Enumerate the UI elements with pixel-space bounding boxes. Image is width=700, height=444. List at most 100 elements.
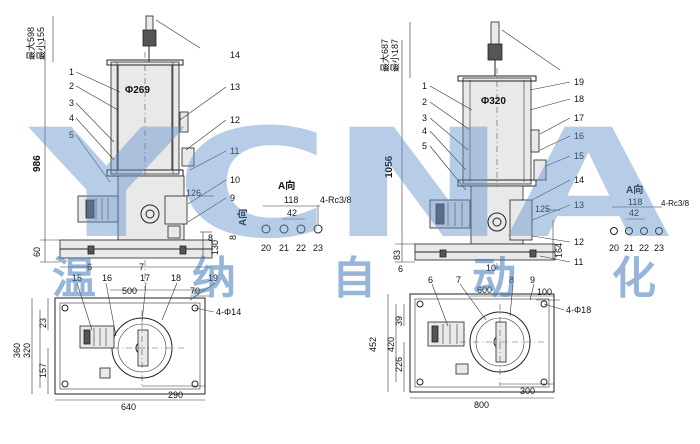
right-part-19: 19: [574, 77, 584, 87]
left-plan-157: 157: [38, 363, 48, 378]
left-height-dim: 986: [32, 155, 43, 172]
left-dim-60: 60: [32, 247, 42, 257]
right-part-10: 10: [486, 263, 496, 273]
right-port-label-21: 21: [624, 243, 634, 253]
right-plan-view: [387, 283, 565, 399]
right-part-4: 4: [422, 126, 427, 136]
watermark-latin: YCNA: [27, 98, 670, 272]
watermark-char-5: 化: [612, 253, 656, 304]
right-plan-part-6: 6: [428, 275, 433, 285]
left-plan-part-15: 15: [72, 273, 82, 283]
left-part-5: 5: [69, 130, 74, 140]
right-plan-hole: 4-Φ18: [566, 305, 591, 315]
left-port-23: [313, 224, 323, 234]
right-part-12: 12: [574, 237, 584, 247]
left-max-dim: 最大598: [25, 27, 36, 60]
left-part-8: 8: [208, 233, 213, 243]
right-part-2: 2: [422, 97, 427, 107]
right-elevation-labels: 最大687 最小187 1056 83 6 Φ320 1 2 3 4 5 10 …: [379, 39, 584, 274]
right-dim-164: 164: [554, 243, 564, 258]
right-port-label-20: 20: [609, 243, 619, 253]
left-plan-500: 500: [122, 286, 137, 296]
right-a-view: A向 118 42 4-Rc3/8 20 21 22 23: [609, 183, 690, 253]
left-part-10: 10: [230, 175, 240, 185]
left-plan-view: [31, 282, 216, 401]
left-elevation-view: [40, 15, 227, 290]
left-plan-70: 70: [190, 286, 200, 296]
left-plan-labels: 15 16 17 18 19 500 70 4-Φ14 23 360 320 1…: [12, 273, 241, 412]
right-plan-100: 100: [537, 287, 552, 297]
left-port-label-20: 20: [261, 243, 271, 253]
left-part-14: 14: [230, 50, 240, 60]
right-port-21: [625, 227, 633, 235]
right-part-5: 5: [422, 141, 427, 151]
left-top-nut: [142, 29, 157, 47]
right-plan-600: 600: [477, 285, 492, 295]
left-leaders: [75, 71, 227, 223]
right-a-view-title: A向: [626, 183, 643, 196]
right-max-dim: 最大687: [379, 39, 390, 72]
left-part-4: 4: [69, 113, 74, 123]
left-plan-360: 360: [12, 343, 22, 358]
right-min-dim: 最小187: [390, 39, 400, 72]
right-dia-main: Φ320: [481, 96, 506, 107]
right-a-118: 118: [628, 197, 642, 207]
right-plan-226: 226: [394, 357, 404, 372]
left-dim-8: 8: [228, 235, 238, 240]
right-dim-125: 125: [535, 204, 550, 214]
right-dim-83: 83: [392, 250, 402, 260]
right-part-16: 16: [574, 131, 584, 141]
right-elevation-view: [395, 21, 571, 270]
right-part-1: 1: [422, 81, 427, 91]
right-port-23: [655, 227, 663, 235]
right-part-13: 13: [574, 200, 584, 210]
left-part-3: 3: [69, 98, 74, 108]
left-a-rc: 4-Rc3/8: [320, 195, 352, 205]
watermark: YCNA 温 纳 自 动 化: [27, 98, 670, 304]
left-plan-23: 23: [38, 318, 48, 328]
watermark-char-2: 纳: [192, 253, 236, 304]
left-a-arrow: A向: [236, 209, 249, 226]
right-a-42: 42: [629, 208, 639, 218]
right-port-label-23: 23: [654, 243, 664, 253]
left-elevation-labels: 最大598 最小155 986 60 Φ269 1 2 3 4 5 6 7 8 …: [25, 27, 249, 272]
right-part-18: 18: [574, 94, 584, 104]
right-plan-452: 452: [368, 337, 378, 352]
right-part-3: 3: [422, 113, 427, 123]
right-port-22: [640, 227, 648, 235]
right-a-rc: 4-Rc3/8: [661, 199, 690, 208]
watermark-char-4: 动: [472, 253, 516, 304]
watermark-char-3: 自: [332, 253, 376, 304]
right-port-label-22: 22: [639, 243, 649, 253]
right-plan-39: 39: [394, 316, 404, 326]
left-port-label-23: 23: [313, 243, 323, 253]
left-a-42: 42: [287, 208, 297, 218]
left-a-view: A向 118 42 4-Rc3/8 20 21 22 23: [261, 179, 352, 253]
left-plan-320: 320: [22, 343, 32, 358]
right-plan-420: 420: [386, 337, 396, 352]
left-port-label-21: 21: [279, 243, 289, 253]
left-plan-part-18: 18: [171, 273, 181, 283]
left-a-view-title: A向: [278, 179, 295, 192]
right-plan-part-7: 7: [456, 275, 461, 285]
left-part-11: 11: [230, 146, 239, 156]
right-port-20: [610, 227, 618, 235]
left-plan-part-16: 16: [102, 273, 112, 283]
left-plan-290: 290: [168, 390, 183, 400]
right-part-17: 17: [574, 113, 584, 123]
left-dia-main: Φ269: [125, 85, 150, 96]
right-part-11: 11: [574, 257, 583, 267]
left-a-118: 118: [284, 195, 298, 205]
left-part-7: 7: [139, 262, 144, 272]
right-plan-base: [409, 293, 555, 393]
left-part-12: 12: [230, 115, 240, 125]
left-dim-130: 130: [210, 240, 220, 255]
left-plan-part-17: 17: [140, 273, 150, 283]
left-dim-126: 126: [186, 188, 201, 198]
right-plan-part-9: 9: [530, 275, 535, 285]
left-port-label-22: 22: [296, 243, 306, 253]
left-plan-640: 640: [121, 402, 136, 412]
left-min-dim: 最小155: [36, 27, 46, 60]
